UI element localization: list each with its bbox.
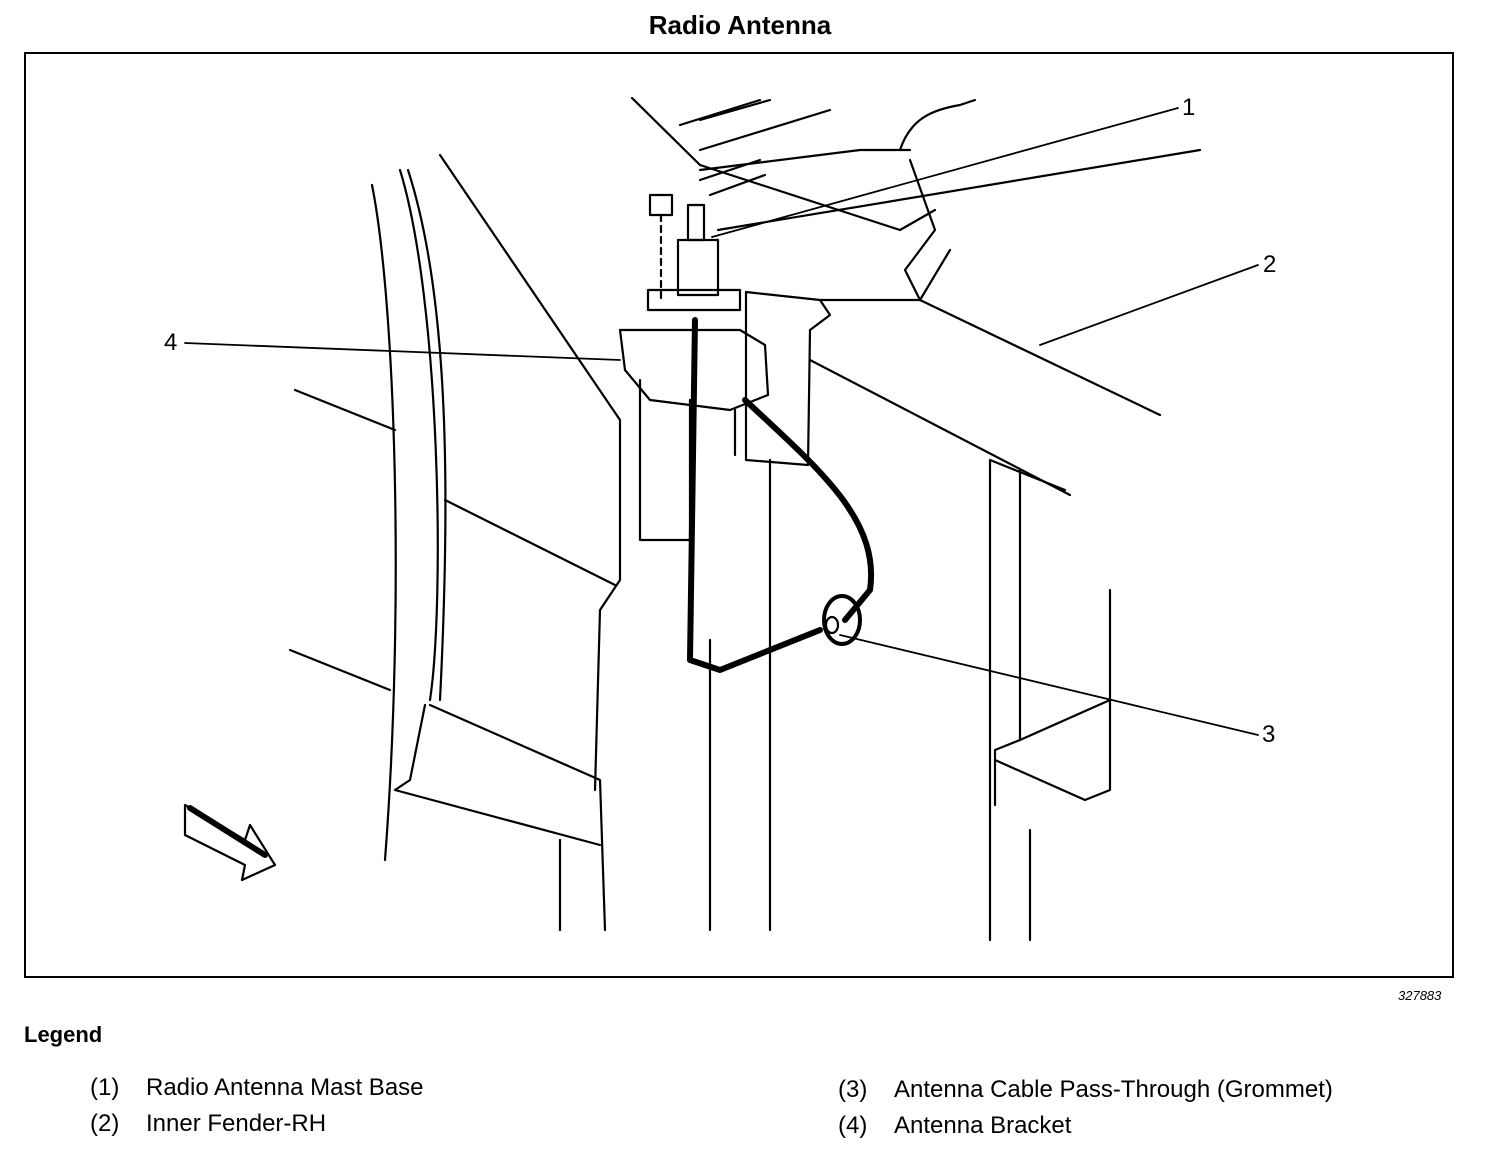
callout-4: 4 <box>164 329 178 356</box>
legend-number: (4) <box>838 1112 868 1139</box>
legend-item: (4) Antenna Bracket <box>838 1112 1071 1140</box>
legend-item: (2) Inner Fender-RH <box>90 1110 326 1138</box>
antenna-cable <box>687 317 875 673</box>
forward-arrow-icon <box>183 803 277 882</box>
callout-3: 3 <box>1262 721 1276 748</box>
inner-fender-panel <box>630 96 1202 942</box>
figure-number: 327883 <box>1398 988 1442 1003</box>
callout-2: 2 <box>1263 251 1277 278</box>
illustration-frame <box>24 52 1454 978</box>
diagram-title: Radio Antenna <box>648 10 832 40</box>
antenna-bracket <box>618 328 802 542</box>
legend-number: (1) <box>90 1074 120 1101</box>
body-structure <box>288 153 622 932</box>
legend-number: (3) <box>838 1076 868 1103</box>
grommet <box>822 594 862 646</box>
legend-label: Antenna Bracket <box>894 1112 1072 1139</box>
leader-line-4 <box>184 342 621 361</box>
leader-line-1 <box>711 107 1179 238</box>
leader-lines <box>184 107 1259 736</box>
antenna-mast-base <box>646 98 977 312</box>
callout-1: 1 <box>1182 94 1196 121</box>
legend-label: Inner Fender-RH <box>146 1110 327 1137</box>
legend-number: (2) <box>90 1110 120 1137</box>
legend-item: (3) Antenna Cable Pass-Through (Grommet) <box>838 1076 1333 1104</box>
legend-item: (1) Radio Antenna Mast Base <box>90 1074 424 1102</box>
legend-heading: Legend <box>24 1022 103 1047</box>
leader-line-3 <box>839 634 1259 736</box>
legend-label: Radio Antenna Mast Base <box>146 1074 424 1101</box>
legend-label: Antenna Cable Pass-Through (Grommet) <box>894 1076 1333 1103</box>
leader-line-2 <box>1039 264 1259 346</box>
